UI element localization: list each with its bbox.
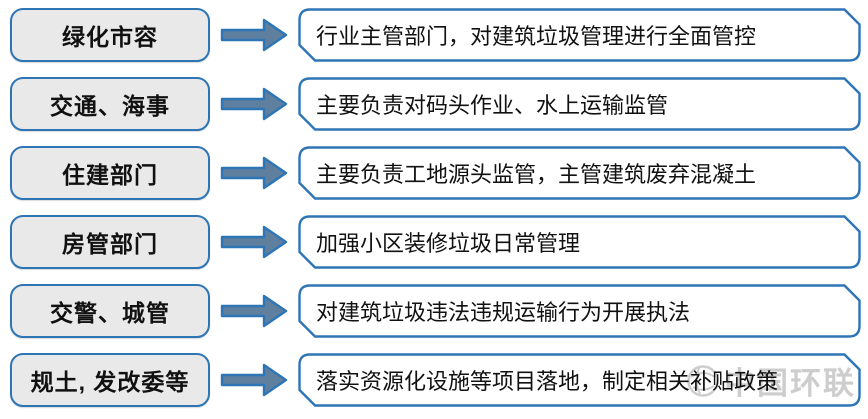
desc-box: 落实资源化设施等项目落地，制定相关补贴政策: [298, 353, 861, 407]
desc-label: 加强小区装修垃圾日常管理: [316, 231, 581, 256]
diagram-row: 房管部门 加强小区装修垃圾日常管理: [10, 215, 861, 269]
dept-label: 绿化市容: [62, 24, 158, 50]
desc-box: 加强小区装修垃圾日常管理: [298, 215, 861, 269]
desc-box-shape: [298, 215, 861, 269]
desc-label: 主要负责对码头作业、水上运输监管: [316, 93, 669, 118]
desc-box: 主要负责工地源头监管，主管建筑废弃混凝土: [298, 146, 861, 200]
dept-label: 住建部门: [62, 162, 158, 188]
right-arrow-icon: [220, 156, 288, 190]
right-arrow-icon: [220, 87, 288, 121]
dept-box: 住建部门: [10, 146, 210, 200]
right-arrow-icon: [220, 225, 288, 259]
desc-label: 行业主管部门，对建筑垃圾管理进行全面管控: [316, 24, 757, 49]
arrow-zone: [210, 8, 298, 62]
desc-box-shape: [298, 8, 861, 62]
diagram-row: 绿化市容 行业主管部门，对建筑垃圾管理进行全面管控: [10, 8, 861, 62]
desc-label: 落实资源化设施等项目落地，制定相关补贴政策: [316, 369, 779, 394]
diagram-row: 交警、城管 对建筑垃圾违法违规运输行为开展执法: [10, 284, 861, 338]
dept-label: 规土, 发改委等: [30, 369, 190, 395]
dept-box: 交通、海事: [10, 77, 210, 131]
dept-label: 交通、海事: [50, 93, 170, 119]
desc-box-shape: [298, 146, 861, 200]
arrow-zone: [210, 284, 298, 338]
diagram-row: 交通、海事 主要负责对码头作业、水上运输监管: [10, 77, 861, 131]
desc-label: 对建筑垃圾违法违规运输行为开展执法: [316, 300, 691, 325]
right-arrow-icon: [220, 363, 288, 397]
right-arrow-icon: [220, 294, 288, 328]
desc-box-shape: [298, 284, 861, 338]
desc-box: 行业主管部门，对建筑垃圾管理进行全面管控: [298, 8, 861, 62]
desc-box-shape: [298, 77, 861, 131]
desc-box: 主要负责对码头作业、水上运输监管: [298, 77, 861, 131]
arrow-zone: [210, 77, 298, 131]
desc-box-shape: [298, 353, 861, 407]
diagram-row: 规土, 发改委等 落实资源化设施等项目落地，制定相关补贴政策: [10, 353, 861, 407]
dept-box: 绿化市容: [10, 8, 210, 62]
dept-label: 房管部门: [62, 231, 158, 257]
dept-box: 房管部门: [10, 215, 210, 269]
desc-label: 主要负责工地源头监管，主管建筑废弃混凝土: [316, 162, 757, 187]
arrow-zone: [210, 353, 298, 407]
arrow-zone: [210, 215, 298, 269]
arrow-zone: [210, 146, 298, 200]
desc-box: 对建筑垃圾违法违规运输行为开展执法: [298, 284, 861, 338]
dept-box: 交警、城管: [10, 284, 210, 338]
dept-box: 规土, 发改委等: [10, 353, 210, 407]
diagram-rows: 绿化市容 行业主管部门，对建筑垃圾管理进行全面管控 交通、海事: [10, 8, 861, 407]
diagram-row: 住建部门 主要负责工地源头监管，主管建筑废弃混凝土: [10, 146, 861, 200]
dept-label: 交警、城管: [50, 300, 170, 326]
right-arrow-icon: [220, 18, 288, 52]
